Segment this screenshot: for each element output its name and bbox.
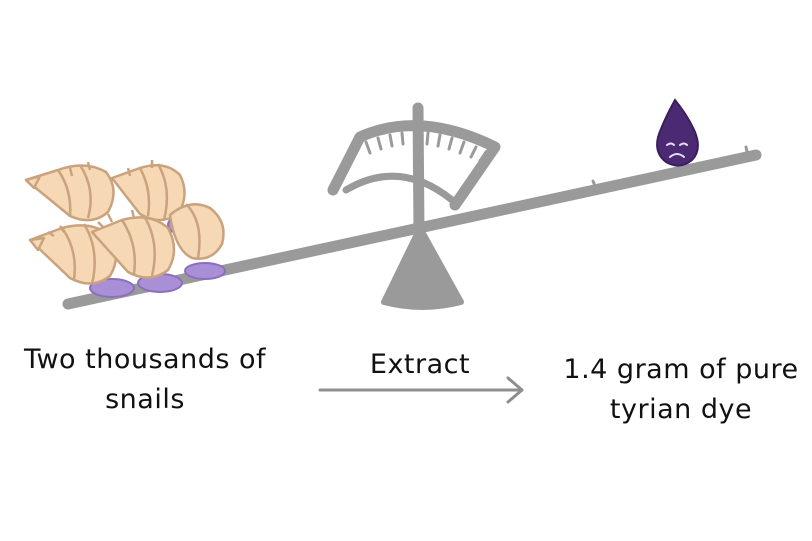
scale-base [381,225,464,310]
extract-label: Extract [320,345,520,385]
scale-needle [412,102,425,238]
scale-beam [62,149,762,310]
sad-dye-drop-icon [656,98,699,167]
scale-dial [327,120,501,211]
right-arrow-icon [318,376,524,404]
left-caption-line2: snails [105,384,185,415]
right-caption: 1.4 gram of pure tyrian dye [550,350,812,430]
right-caption-line1: 1.4 gram of pure [563,354,799,385]
right-caption-line2: tyrian dye [609,394,753,425]
left-caption-line1: Two thousands of [23,344,267,375]
left-caption: Two thousands of snails [0,340,290,420]
extract-label-text: Extract [369,349,471,380]
beam-ticks [591,145,750,193]
snail-pile-icon [24,160,226,298]
